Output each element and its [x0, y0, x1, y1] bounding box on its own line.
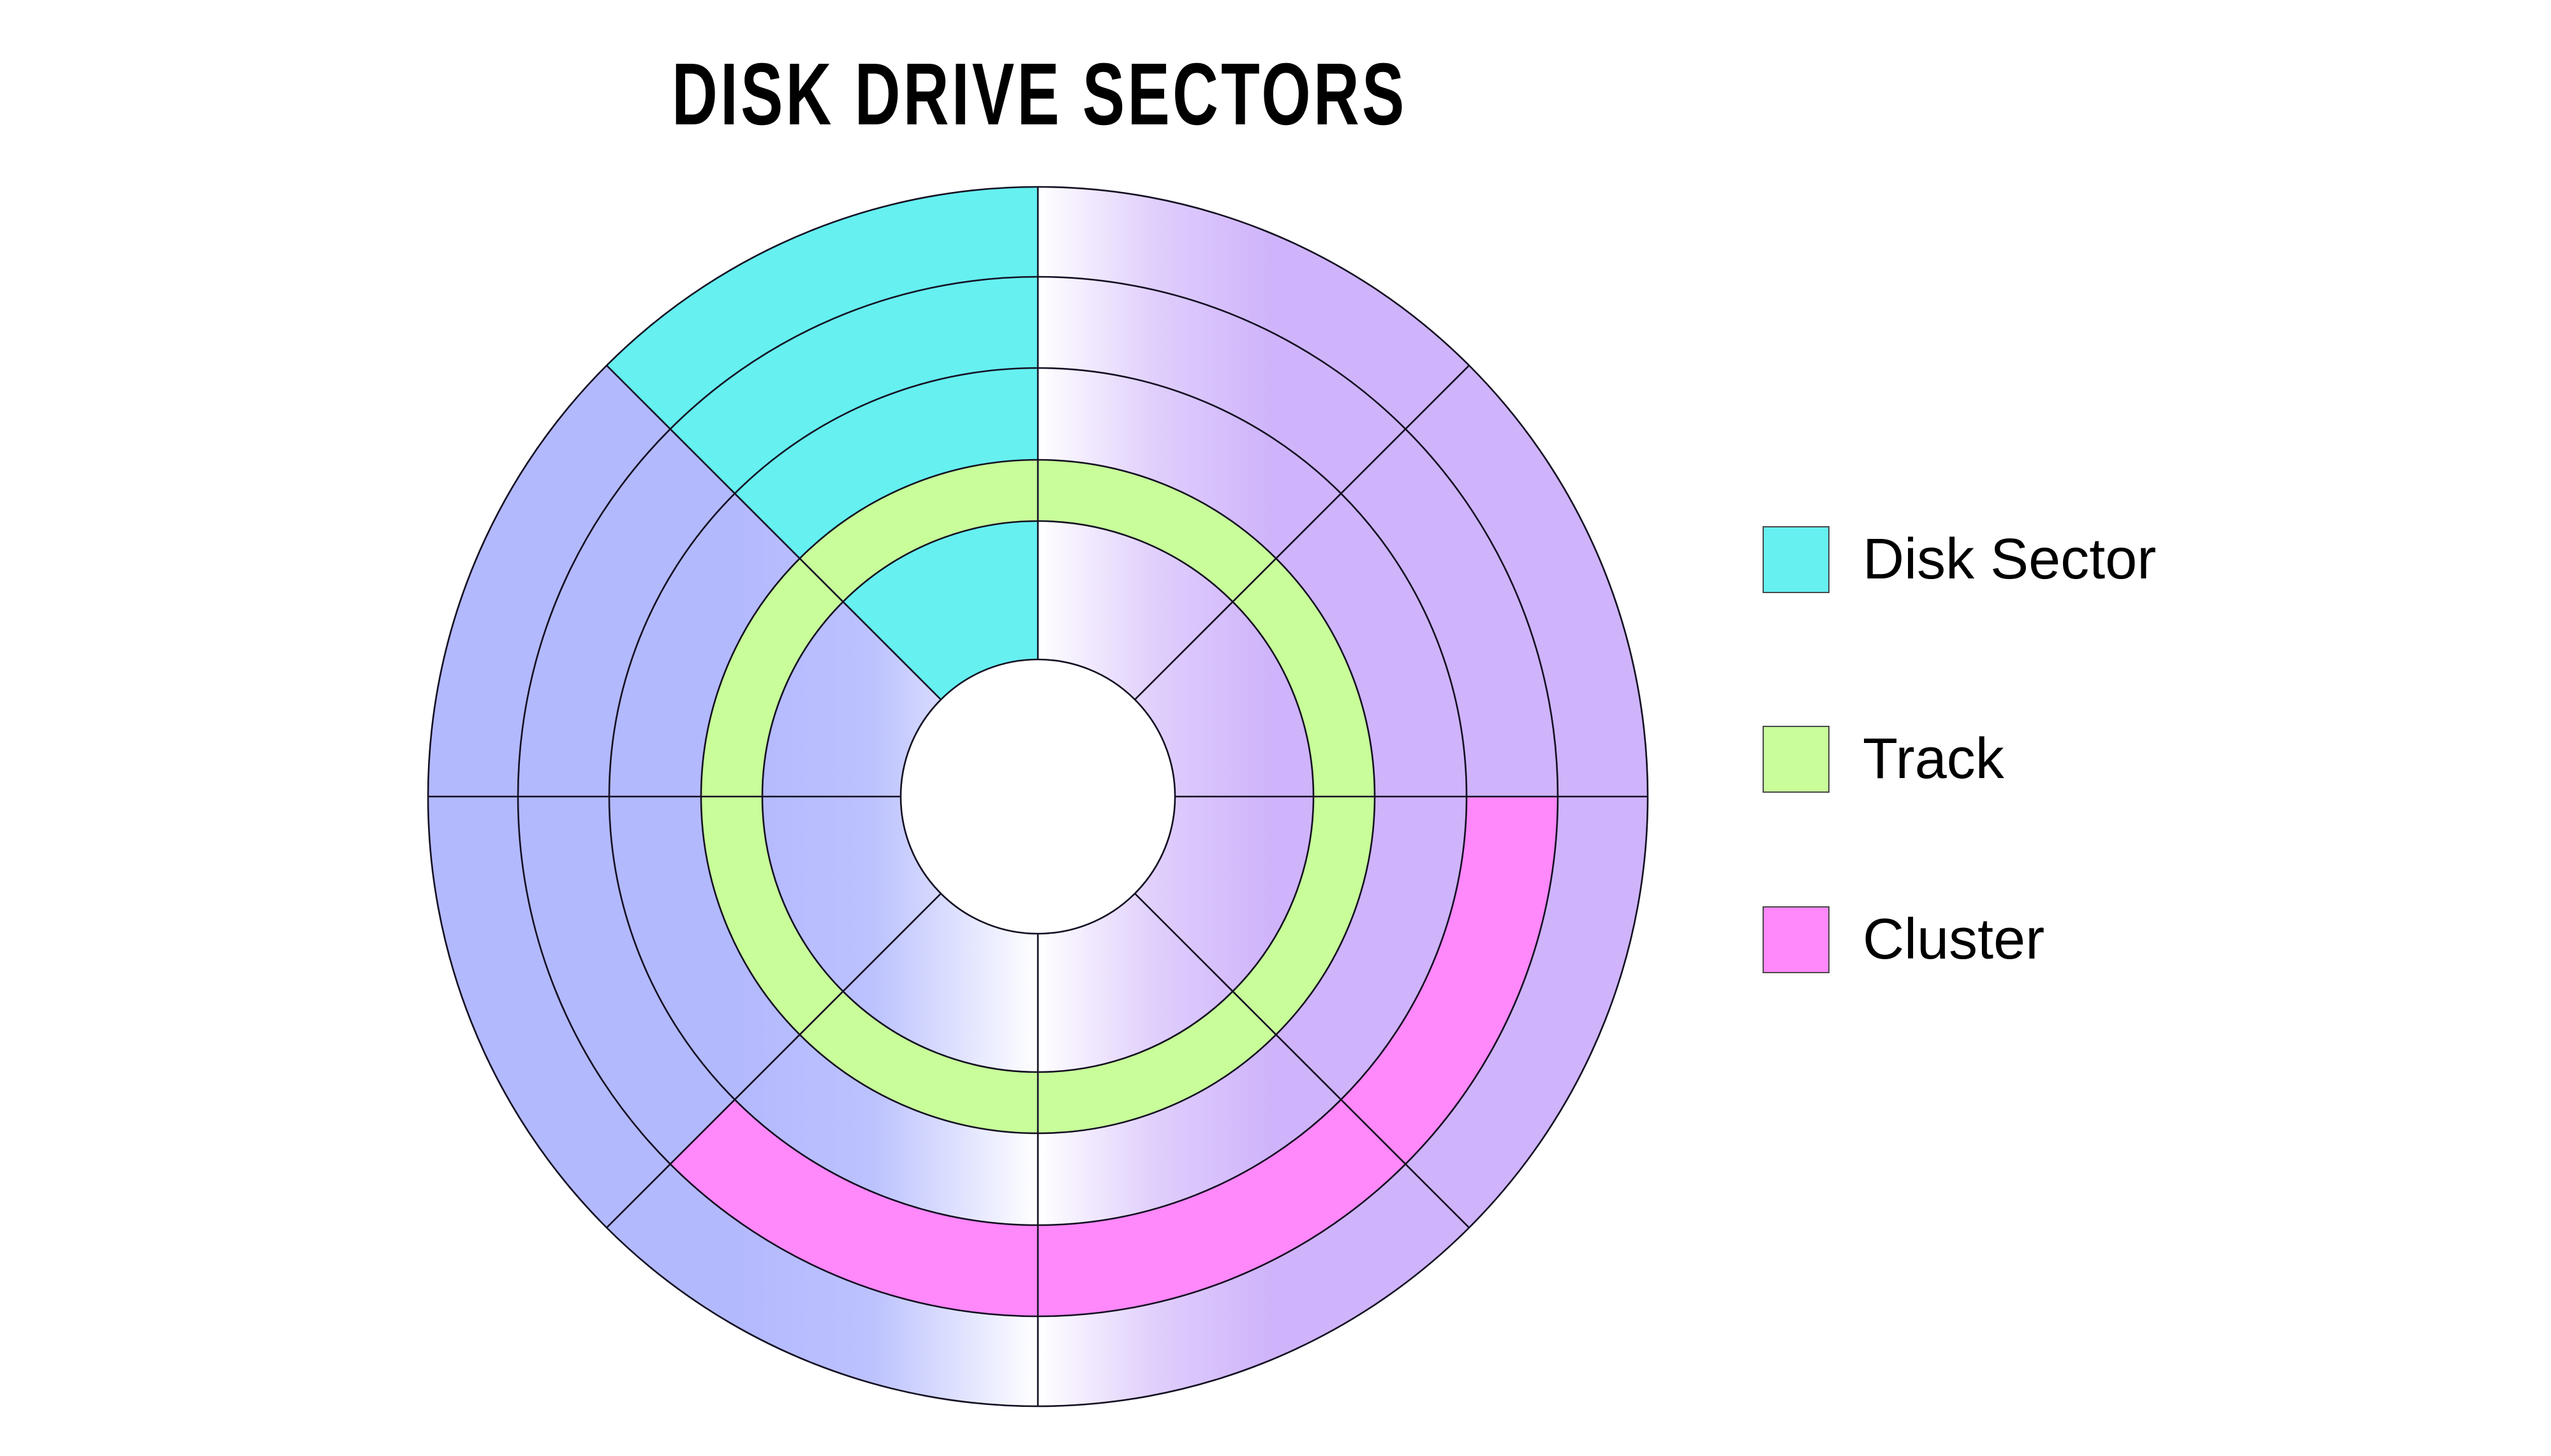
divider-45	[1134, 893, 1470, 1228]
track-swatch	[1763, 725, 1830, 793]
divider-225	[606, 365, 942, 700]
legend-label: Cluster	[1863, 908, 2045, 971]
title-text: DISK DRIVE SECTORS	[672, 45, 1407, 143]
disk-sector-swatch	[1763, 526, 1830, 593]
cluster-swatch	[1763, 906, 1830, 973]
disk-sector-inner-part	[843, 521, 1038, 700]
spindle-hole	[901, 659, 1175, 934]
legend-item-track: Track	[1763, 724, 2004, 793]
divider-315	[1134, 365, 1470, 700]
sector-dividers	[428, 187, 1648, 1406]
cluster-arc[interactable]	[670, 797, 1558, 1317]
legend-label: Track	[1863, 727, 2004, 791]
diagram-title: DISK DRIVE SECTORS	[672, 50, 1407, 139]
legend-item-disk-sector: Disk Sector	[1763, 525, 2156, 594]
divider-135	[606, 893, 942, 1228]
legend-label: Disk Sector	[1863, 527, 2157, 591]
legend-item-cluster: Cluster	[1763, 905, 2044, 974]
